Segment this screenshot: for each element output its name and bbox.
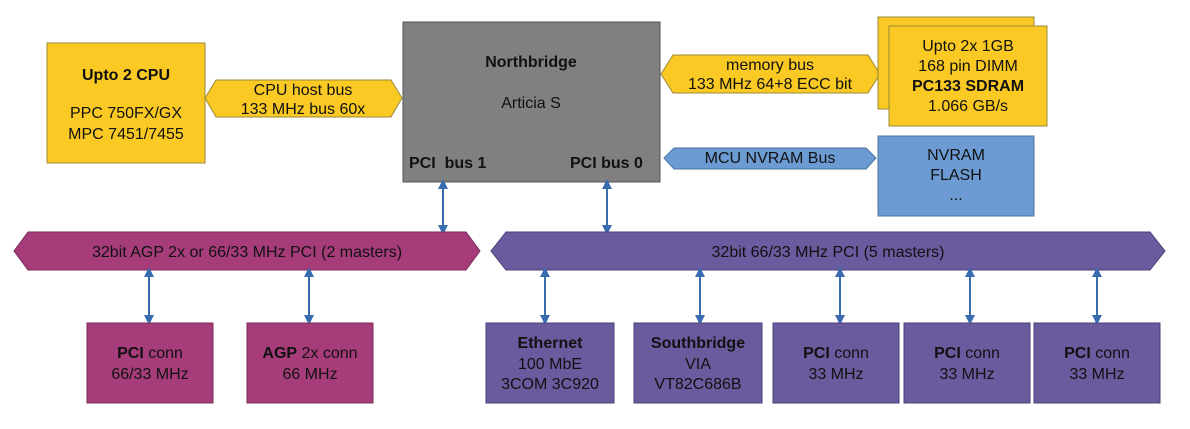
cpu-line2: MPC 7451/7455 <box>68 126 184 143</box>
cpu-line1: PPC 750FX/GX <box>70 105 182 122</box>
ethernet-title: Ethernet <box>518 335 584 352</box>
sdram-box: Upto 2x 1GB 168 pin DIMM PC133 SDRAM 1.0… <box>877 16 1048 127</box>
memory-bus-line1: memory bus <box>726 57 814 74</box>
nvram-line2: FLASH <box>930 167 982 184</box>
agp-conn-speed: 66 MHz <box>282 366 337 383</box>
nvram-line3: ... <box>949 187 962 204</box>
southbridge-title: Southbridge <box>651 335 745 352</box>
sdram-line1: Upto 2x 1GB <box>922 38 1014 55</box>
cpu-host-bus: CPU host bus 133 MHz bus 60x <box>204 79 403 118</box>
southbridge-box: Southbridge VIA VT82C686B <box>633 322 763 404</box>
pci-bus-label: 32bit 66/33 MHz PCI (5 masters) <box>712 244 945 261</box>
nvram-line1: NVRAM <box>927 147 985 164</box>
southbridge-line2: VT82C686B <box>654 376 741 393</box>
pci-conn-a-box: PCI conn 33 MHz <box>772 322 900 404</box>
pci-conn-b-title: PCI conn <box>934 345 1000 362</box>
pci-conn-66-speed: 66/33 MHz <box>111 366 188 383</box>
mcu-nvram-bus: MCU NVRAM Bus <box>663 147 877 170</box>
pci-conn-b-speed: 33 MHz <box>939 366 994 383</box>
pci-conn-b-box: PCI conn 33 MHz <box>903 322 1031 404</box>
sdram-line2: 168 pin DIMM <box>918 58 1018 75</box>
ethernet-line1: 100 MbE <box>518 356 582 373</box>
cpu-box: Upto 2 CPU PPC 750FX/GX MPC 7451/7455 <box>46 42 206 164</box>
mcu-bus-label: MCU NVRAM Bus <box>705 150 836 167</box>
northbridge-title: Northbridge <box>485 54 577 71</box>
ethernet-box: Ethernet 100 MbE 3COM 3C920 <box>485 322 615 404</box>
ethernet-line2: 3COM 3C920 <box>501 376 599 393</box>
cpu-title: Upto 2 CPU <box>82 67 170 84</box>
cpu-bus-line1: CPU host bus <box>254 82 353 99</box>
nvram-box: NVRAM FLASH ... <box>877 135 1035 217</box>
memory-bus: memory bus 133 MHz 64+8 ECC bit <box>660 54 881 94</box>
pci-bus: 32bit 66/33 MHz PCI (5 masters) <box>490 231 1166 271</box>
pci-conn-c-box: PCI conn 33 MHz <box>1033 322 1161 404</box>
sdram-line4: 1.066 GB/s <box>928 98 1008 115</box>
pci-conn-c-speed: 33 MHz <box>1069 366 1124 383</box>
cpu-bus-line2: 133 MHz bus 60x <box>241 101 366 118</box>
sdram-line3: PC133 SDRAM <box>912 78 1024 95</box>
agp-bus-label: 32bit AGP 2x or 66/33 MHz PCI (2 masters… <box>92 244 402 261</box>
northbridge-pci-bus0: PCI bus 0 <box>570 155 643 172</box>
memory-bus-line2: 133 MHz 64+8 ECC bit <box>688 76 853 93</box>
pci-conn-66-title: PCI conn <box>117 345 183 362</box>
southbridge-line1: VIA <box>685 356 711 373</box>
pci-conn-66-box: PCI conn 66/33 MHz <box>86 322 214 404</box>
agp-conn-title: AGP 2x conn <box>262 345 357 362</box>
northbridge-pci-bus1: PCI bus 1 <box>409 155 486 172</box>
pci-conn-a-title: PCI conn <box>803 345 869 362</box>
northbridge-chip: Articia S <box>501 95 561 112</box>
northbridge-box: Northbridge Articia S PCI bus 1 PCI bus … <box>402 21 661 183</box>
pci-conn-a-speed: 33 MHz <box>808 366 863 383</box>
agp-conn-box: AGP 2x conn 66 MHz <box>246 322 374 404</box>
pci-conn-c-title: PCI conn <box>1064 345 1130 362</box>
agp-bus: 32bit AGP 2x or 66/33 MHz PCI (2 masters… <box>13 231 481 271</box>
